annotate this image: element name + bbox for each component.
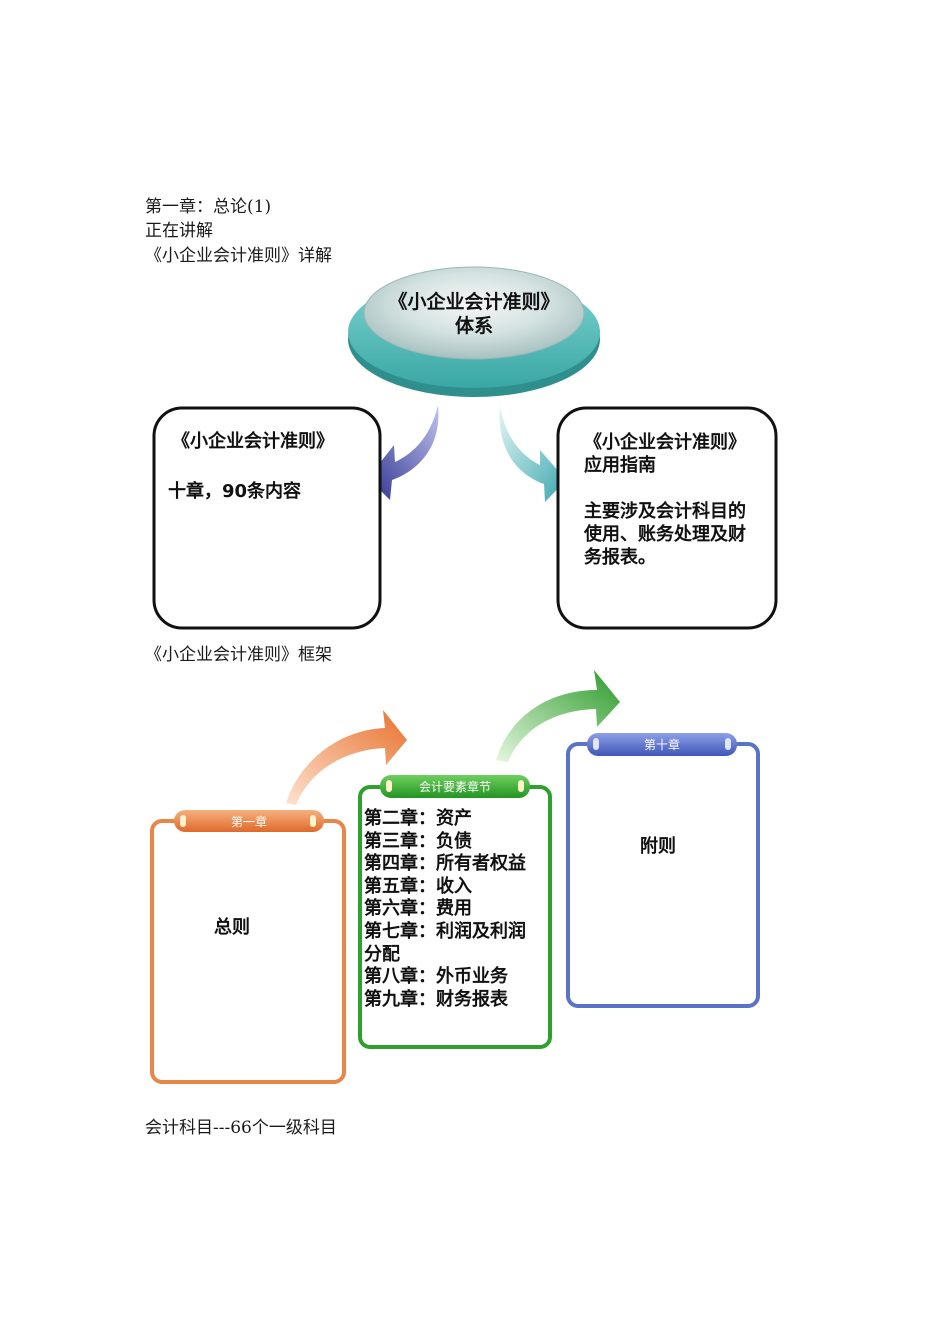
list-item: 第五章：收入: [364, 875, 472, 897]
right-box-body-line: 务报表。: [584, 547, 656, 568]
caption-framework: 《小企业会计准则》框架: [145, 645, 332, 665]
list-item: 第三章：负债: [364, 830, 472, 852]
box3-tab-label: 第十章: [643, 738, 680, 752]
right-box: [556, 406, 778, 630]
arrow-orange-icon: [286, 710, 407, 805]
arrow-left-icon: [368, 405, 439, 500]
chapter-heading: 第一章：总论(1): [145, 197, 272, 217]
center-disc: [348, 266, 600, 397]
box1-tab-label: 第一章: [230, 815, 267, 829]
list-item: 第八章：外币业务: [364, 966, 508, 988]
chapter-list: 第二章：资产 第三章：负债 第四章：所有者权益 第五章：收入 第六章：费用 第七…: [364, 808, 526, 1011]
list-item: 第九章：财务报表: [364, 988, 508, 1010]
list-item: 第七章：利润及利润: [364, 920, 526, 942]
status-text: 正在讲解: [145, 221, 213, 241]
box-chapter10: [566, 742, 760, 1008]
center-disc-label: 《小企业会计准则》 体系: [364, 290, 584, 338]
right-box-subtitle: 应用指南: [584, 455, 656, 476]
list-item: 第六章：费用: [364, 898, 472, 920]
list-item: 第二章：资产: [364, 808, 472, 829]
caption-accounts: 会计科目---66个一级科目: [145, 1118, 337, 1138]
right-box-body-line: 使用、账务处理及财: [584, 524, 746, 545]
section-title: 《小企业会计准则》详解: [145, 246, 332, 266]
box2-tab-label: 会计要素章节: [418, 780, 491, 794]
right-box-title: 《小企业会计准则》: [584, 432, 746, 453]
left-box-body: 十章，90条内容: [168, 481, 302, 502]
center-subtitle: 体系: [454, 315, 493, 337]
left-box: [152, 406, 382, 630]
list-item: 第四章：所有者权益: [364, 853, 526, 875]
box1-body: 总则: [214, 917, 250, 938]
center-title: 《小企业会计准则》: [388, 291, 560, 313]
right-box-text: 《小企业会计准则》 应用指南 主要涉及会计科目的 使用、账务处理及财 务报表。: [584, 431, 764, 569]
arrow-green-icon: [496, 670, 620, 762]
box3-body: 附则: [640, 836, 676, 857]
arrow-right-icon: [499, 405, 566, 502]
left-box-title: 《小企业会计准则》: [172, 431, 334, 452]
right-box-body-line: 主要涉及会计科目的: [584, 501, 746, 522]
box-chapter1: [150, 819, 346, 1084]
list-item: 分配: [364, 943, 400, 965]
